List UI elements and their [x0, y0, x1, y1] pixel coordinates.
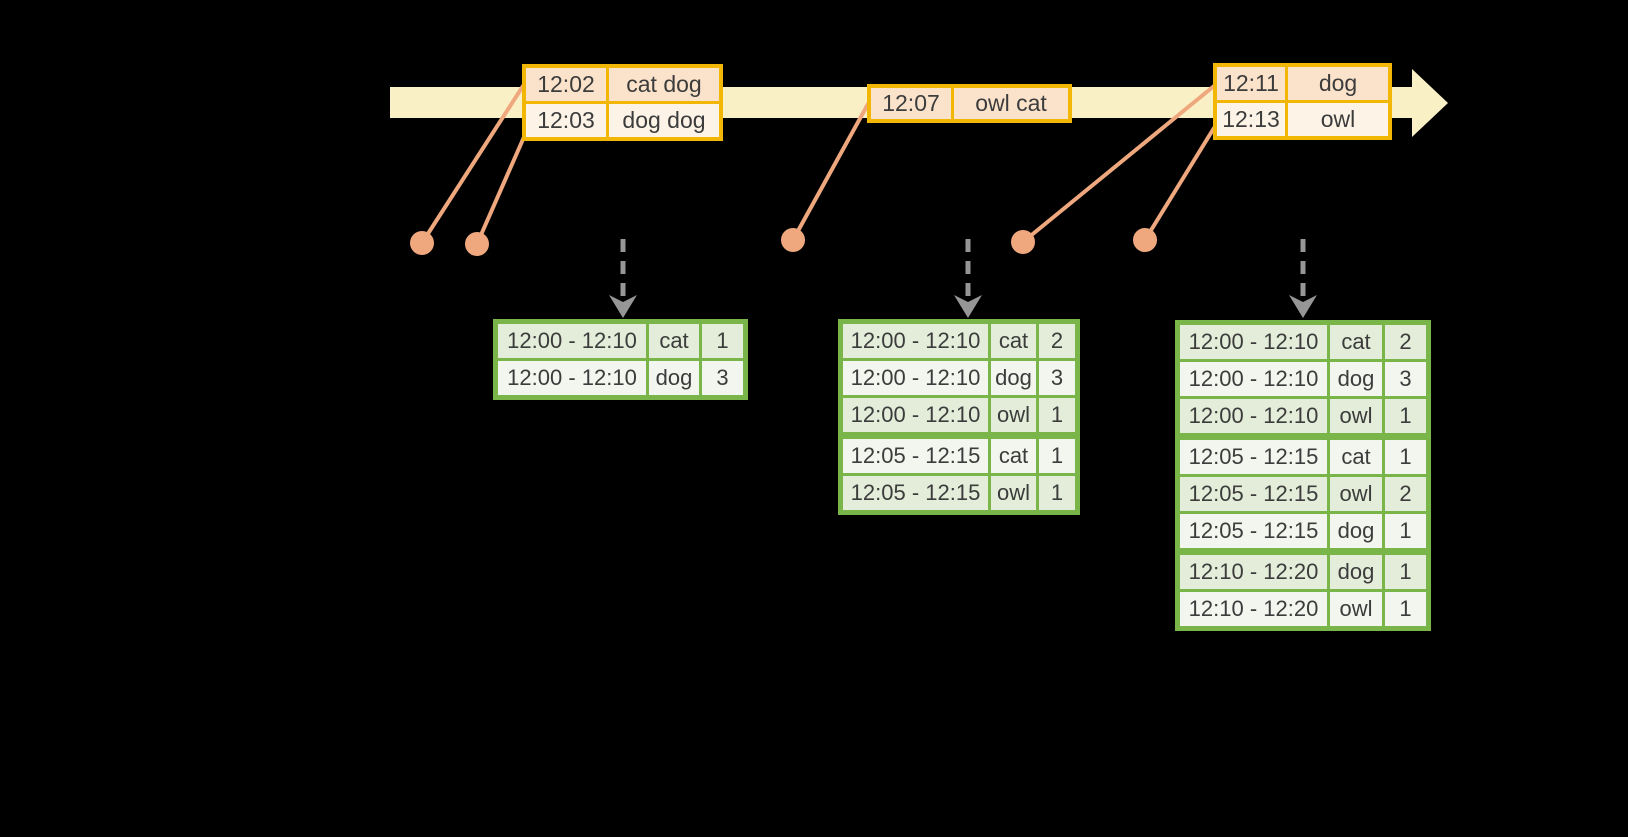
result-word-cell: cat	[1327, 433, 1385, 477]
result-window-cell: 12:10 - 12:20	[1176, 589, 1330, 630]
event-words-cell: owl	[1285, 100, 1392, 140]
result-window-cell: 12:05 - 12:15	[1176, 474, 1330, 514]
result-count-cell: 1	[1036, 432, 1079, 476]
result-word-cell: owl	[1327, 396, 1385, 438]
result-word-cell: owl	[988, 395, 1039, 437]
event-time-cell: 12:13	[1213, 100, 1288, 140]
result-window-cell: 12:05 - 12:15	[1176, 511, 1330, 553]
result-word-cell: owl	[1327, 589, 1385, 630]
result-count-cell: 1	[1036, 473, 1079, 514]
result-window-cell: 12:05 - 12:15	[839, 473, 991, 514]
result-window-cell: 12:05 - 12:15	[839, 432, 991, 476]
event-marker-dot-5	[1133, 228, 1157, 252]
mapping-arrow-head-icon-3	[1289, 295, 1317, 318]
result-count-cell: 2	[1382, 474, 1430, 514]
result-count-cell: 1	[1036, 395, 1079, 437]
result-count-cell: 1	[1382, 548, 1430, 592]
event-time-cell: 12:11	[1213, 63, 1288, 103]
result-window-cell: 12:00 - 12:10	[1176, 321, 1330, 362]
result-word-cell: dog	[988, 358, 1039, 398]
event-time-cell: 12:07	[867, 84, 954, 123]
event-time-cell: 12:03	[522, 101, 609, 141]
event-marker-dot-3	[781, 228, 805, 252]
event-words-cell: dog dog	[606, 101, 723, 141]
event-marker-dot-2	[465, 232, 489, 256]
mapping-arrow-head-icon-2	[954, 295, 982, 318]
event-words-cell: cat dog	[606, 64, 723, 104]
result-word-cell: dog	[1327, 359, 1385, 399]
result-window-cell: 12:00 - 12:10	[1176, 396, 1330, 438]
mapping-arrow-head-icon-1	[609, 295, 637, 318]
result-count-cell: 3	[1036, 358, 1079, 398]
result-count-cell: 1	[1382, 589, 1430, 630]
result-window-cell: 12:00 - 12:10	[1176, 359, 1330, 399]
result-word-cell: dog	[1327, 548, 1385, 592]
result-count-cell: 2	[1036, 320, 1079, 361]
result-count-cell: 3	[1382, 359, 1430, 399]
event-connector-line-1	[420, 84, 525, 245]
result-count-cell: 1	[699, 320, 747, 361]
result-count-cell: 2	[1382, 321, 1430, 362]
event-marker-dot-1	[410, 231, 434, 255]
result-word-cell: cat	[988, 320, 1039, 361]
event-words-cell: owl cat	[951, 84, 1072, 123]
result-word-cell: cat	[1327, 321, 1385, 362]
result-word-cell: cat	[988, 432, 1039, 476]
result-window-cell: 12:00 - 12:10	[839, 320, 991, 361]
result-window-cell: 12:00 - 12:10	[839, 395, 991, 437]
result-word-cell: owl	[988, 473, 1039, 514]
event-marker-dot-4	[1011, 230, 1035, 254]
timeline-arrowhead-icon	[1412, 69, 1448, 137]
result-count-cell: 1	[1382, 396, 1430, 438]
event-words-cell: dog	[1285, 63, 1392, 103]
result-window-cell: 12:00 - 12:10	[494, 358, 649, 399]
event-time-cell: 12:02	[522, 64, 609, 104]
result-word-cell: dog	[1327, 511, 1385, 553]
event-connector-line-3	[791, 102, 870, 242]
result-word-cell: owl	[1327, 474, 1385, 514]
result-window-cell: 12:00 - 12:10	[494, 320, 649, 361]
result-count-cell: 1	[1382, 511, 1430, 553]
result-word-cell: dog	[646, 358, 702, 399]
result-window-cell: 12:05 - 12:15	[1176, 433, 1330, 477]
result-word-cell: cat	[646, 320, 702, 361]
event-connector-line-5	[1143, 126, 1216, 242]
event-connector-line-4	[1021, 84, 1216, 244]
result-window-cell: 12:00 - 12:10	[839, 358, 991, 398]
result-count-cell: 1	[1382, 433, 1430, 477]
event-connector-line-2	[475, 135, 526, 246]
result-count-cell: 3	[699, 358, 747, 399]
result-window-cell: 12:10 - 12:20	[1176, 548, 1330, 592]
